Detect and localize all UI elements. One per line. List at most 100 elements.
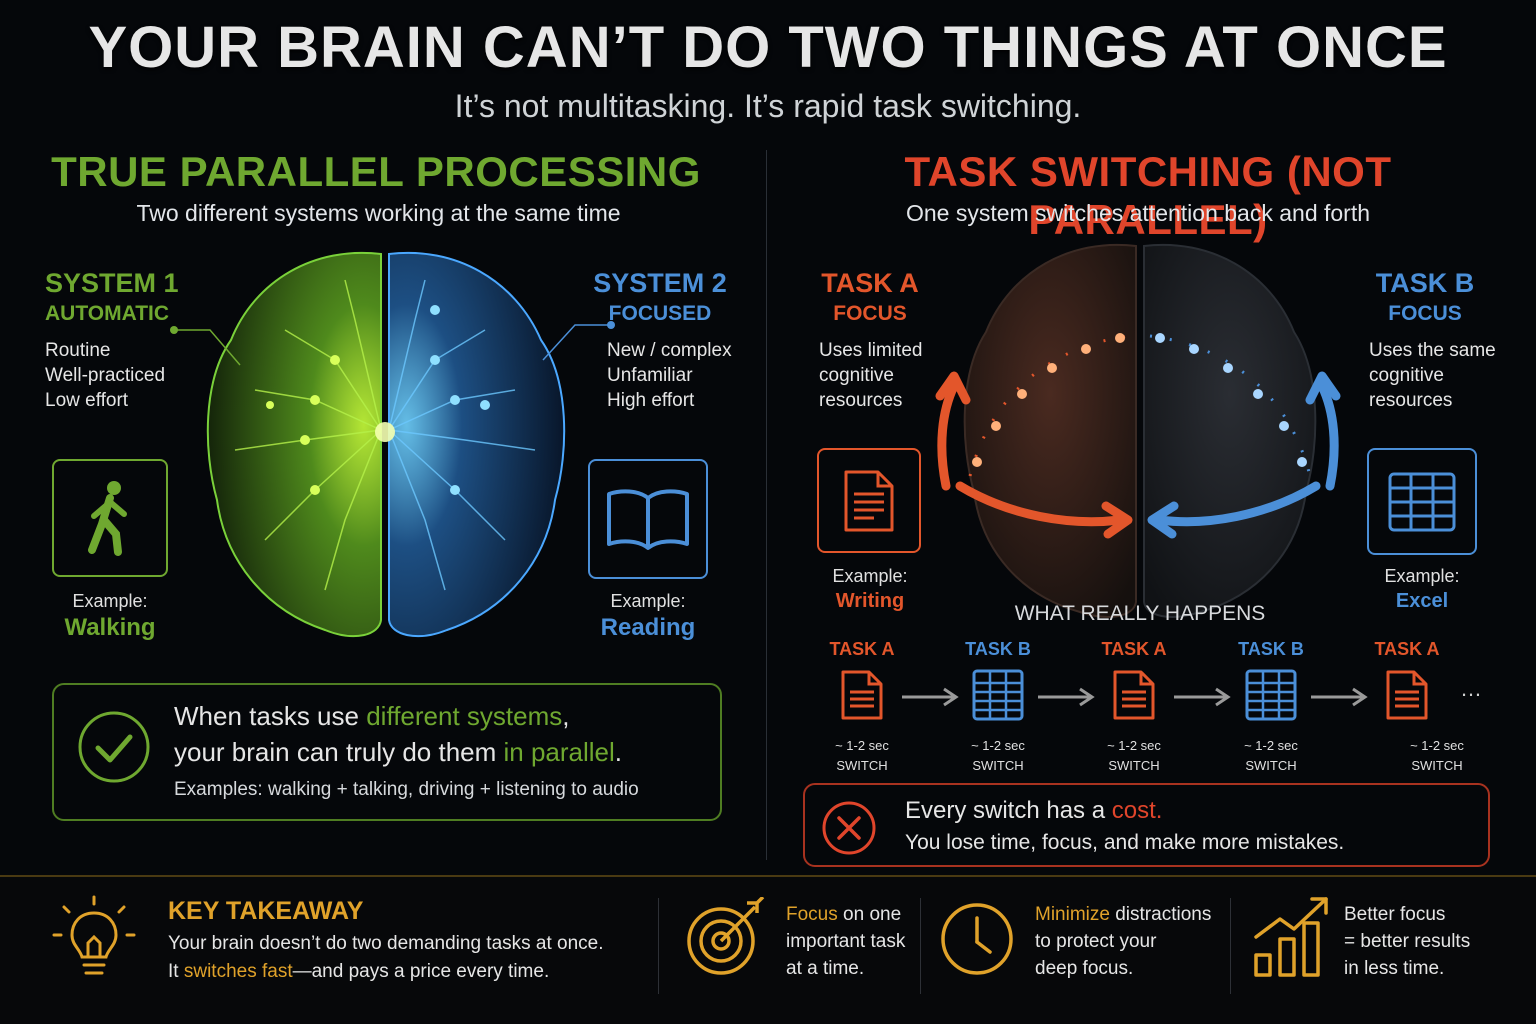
tip-focus-line3: at a time.	[786, 958, 865, 979]
tip-focus-line1: Focus on one	[786, 901, 905, 928]
tip-results-line1: Better focus	[1344, 904, 1446, 925]
switching-subtitle: One system switches attention back and f…	[905, 200, 1371, 226]
switch-time-label: ~ 1-2 sec	[1410, 738, 1464, 753]
cost-text: Every switch has a	[905, 797, 1112, 824]
arrow-right-icon	[1174, 687, 1231, 707]
system2-trait: New / complex	[607, 340, 732, 361]
arrow-right-icon	[1311, 687, 1368, 707]
writing-icon-box	[817, 448, 921, 553]
lightbulb-icon	[52, 895, 136, 975]
system2-title: SYSTEM 2	[593, 268, 727, 298]
brain-switching-illustration	[935, 243, 1341, 618]
tip-focus: Focus on one important task at a time.	[786, 901, 905, 982]
taskB-trait: Uses the same	[1369, 340, 1496, 361]
document-icon	[1113, 670, 1155, 720]
switch-time-label: ~ 1-2 sec	[1107, 738, 1161, 753]
switch-time-label: ~ 1-2 sec	[835, 738, 889, 753]
excel-icon-box	[1367, 448, 1477, 555]
bottom-divider	[658, 898, 659, 994]
parallel-callout-line2: your brain can truly do them in parallel…	[174, 737, 622, 768]
switching-title: TASK SWITCHING (NOT PARALLEL)	[904, 148, 1392, 243]
tip-minimize: Minimize distractions to protect your de…	[1035, 901, 1211, 982]
brain-two-systems-illustration	[206, 251, 566, 638]
switch-time-label: ~ 1-2 sec	[971, 738, 1025, 753]
taskA-trait: cognitive	[819, 365, 894, 386]
arrow-right-icon	[1038, 687, 1095, 707]
system1-trait: Routine	[45, 340, 111, 361]
takeaway-line1: Your brain doesn’t do two demanding task…	[168, 933, 604, 954]
open-book-icon	[607, 489, 689, 550]
callout-text: your brain can truly do them	[174, 737, 504, 767]
switch-word-label: SWITCH	[1108, 758, 1160, 773]
system2-trait: High effort	[607, 390, 695, 411]
taskA-trait: Uses limited	[819, 340, 923, 361]
sequence-task-label: TASK A	[1101, 639, 1167, 659]
parallel-title: TRUE PARALLEL PROCESSING	[51, 148, 701, 195]
takeaway-title: KEY TAKEAWAY	[168, 897, 364, 925]
document-icon	[844, 470, 894, 531]
switch-word-label: SWITCH	[972, 758, 1024, 773]
growth-chart-icon	[1254, 897, 1328, 977]
taskB-example-value: Excel	[1395, 590, 1449, 612]
tip-text: distractions	[1109, 904, 1212, 925]
main-title: YOUR BRAIN CAN’T DO TWO THINGS AT ONCE	[88, 15, 1448, 80]
tip-minimize-line3: deep focus.	[1035, 958, 1134, 979]
tip-focus-line2: important task	[786, 931, 906, 952]
cost-callout-box: Every switch has a cost. You lose time, …	[803, 783, 1490, 867]
system1-trait: Low effort	[45, 390, 129, 411]
taskA-traits: Uses limited cognitive resources	[819, 338, 922, 413]
cost-line2: You lose time, focus, and make more mist…	[905, 831, 1345, 854]
what-happens-title: WHAT REALLY HAPPENS	[1014, 602, 1266, 625]
system1-traits: Routine Well-practiced Low effort	[45, 338, 165, 413]
taskA-title: TASK A	[821, 268, 919, 298]
sequence-task-label: TASK A	[829, 639, 895, 659]
system1-trait: Well-practiced	[45, 365, 166, 386]
callout-text: When tasks use	[174, 701, 367, 731]
taskB-traits: Uses the same cognitive resources	[1369, 338, 1496, 413]
clock-icon	[941, 903, 1013, 975]
takeaway-highlight: switches fast	[183, 961, 293, 982]
target-icon	[687, 897, 765, 975]
taskB-subtitle: FOCUS	[1388, 302, 1462, 325]
walking-person-icon	[88, 481, 127, 556]
x-circle-icon	[822, 801, 876, 855]
callout-highlight: different systems	[366, 701, 563, 731]
taskA-example-value: Writing	[835, 590, 905, 612]
tip-results-line2: = better results	[1344, 931, 1471, 952]
takeaway-line2: It switches fast—and pays a price every …	[168, 958, 549, 985]
sequence-task-label: TASK B	[1238, 639, 1304, 659]
center-divider	[766, 150, 767, 860]
spreadsheet-icon	[1388, 472, 1456, 531]
callout-text: ,	[562, 701, 570, 731]
taskA-trait: resources	[819, 390, 903, 411]
takeaway-text: It	[168, 961, 184, 982]
taskB-trait: resources	[1369, 390, 1453, 411]
takeaway-text: —and pays a price every time.	[292, 961, 550, 982]
sequence-ellipsis: …	[1460, 676, 1482, 701]
cost-line1: Every switch has a cost.	[905, 797, 1162, 825]
switch-word-label: SWITCH	[1411, 758, 1463, 773]
tip-text: on one	[837, 904, 902, 925]
document-icon	[841, 670, 883, 720]
taskA-subtitle: FOCUS	[833, 302, 907, 325]
tip-results-line3: in less time.	[1344, 958, 1445, 979]
switch-word-label: SWITCH	[836, 758, 888, 773]
taskB-trait: cognitive	[1369, 365, 1444, 386]
callout-text: .	[614, 737, 623, 767]
system2-connector-line	[542, 321, 615, 361]
spreadsheet-icon	[972, 669, 1024, 721]
tip-results: Better focus = better results in less ti…	[1344, 901, 1470, 982]
checkmark-icon	[78, 711, 150, 783]
bottom-divider	[920, 898, 921, 994]
cost-highlight: cost.	[1111, 797, 1163, 824]
taskB-example-label: Example:	[1384, 566, 1460, 586]
system2-example-value: Reading	[600, 614, 696, 641]
parallel-subtitle: Two different systems working at the sam…	[136, 200, 621, 226]
tip-minimize-line2: to protect your	[1035, 931, 1157, 952]
parallel-callout-line1: When tasks use different systems,	[174, 701, 569, 732]
system2-example-label: Example:	[610, 591, 686, 611]
system2-subtitle: FOCUSED	[608, 302, 712, 325]
system1-example-value: Walking	[64, 614, 156, 641]
tip-highlight: Minimize	[1035, 904, 1110, 925]
main-subtitle: It’s not multitasking. It’s rapid task s…	[454, 88, 1082, 124]
